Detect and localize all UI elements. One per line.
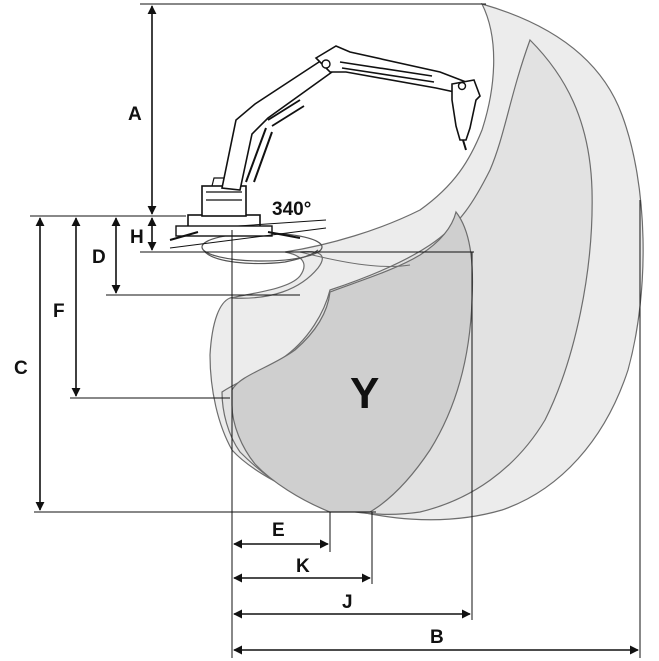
dim-b-label: B	[430, 627, 444, 648]
dimension-arrows	[35, 5, 639, 655]
dim-a-label: A	[128, 104, 142, 125]
angle-line-bottom	[169, 227, 327, 249]
dim-d-label: D	[92, 247, 106, 268]
breaker-chisel	[462, 139, 467, 151]
boom-cylinder	[245, 127, 273, 183]
dim-c-label: C	[14, 358, 28, 379]
angle-line-top	[237, 219, 327, 227]
boom-first	[221, 58, 334, 191]
dim-e-label: E	[272, 520, 285, 541]
tool-joint	[457, 81, 467, 91]
dim-h-label: H	[130, 227, 144, 248]
breaker-tool	[451, 79, 481, 141]
machine-track	[175, 225, 273, 237]
dim-j-label: J	[342, 592, 353, 613]
boom-second-cylinder	[339, 61, 435, 83]
machine	[169, 45, 481, 241]
zone-y-label: Y	[350, 369, 379, 418]
boom-joint	[321, 59, 331, 69]
rotation-arc	[204, 249, 319, 265]
machine-outrigger	[169, 231, 301, 241]
dim-k-label: K	[296, 556, 310, 577]
reference-lines	[30, 3, 641, 658]
boom-cylinder-upper	[267, 99, 305, 127]
rotation-angle-label: 340°	[272, 199, 311, 220]
dim-f-label: F	[53, 301, 65, 322]
